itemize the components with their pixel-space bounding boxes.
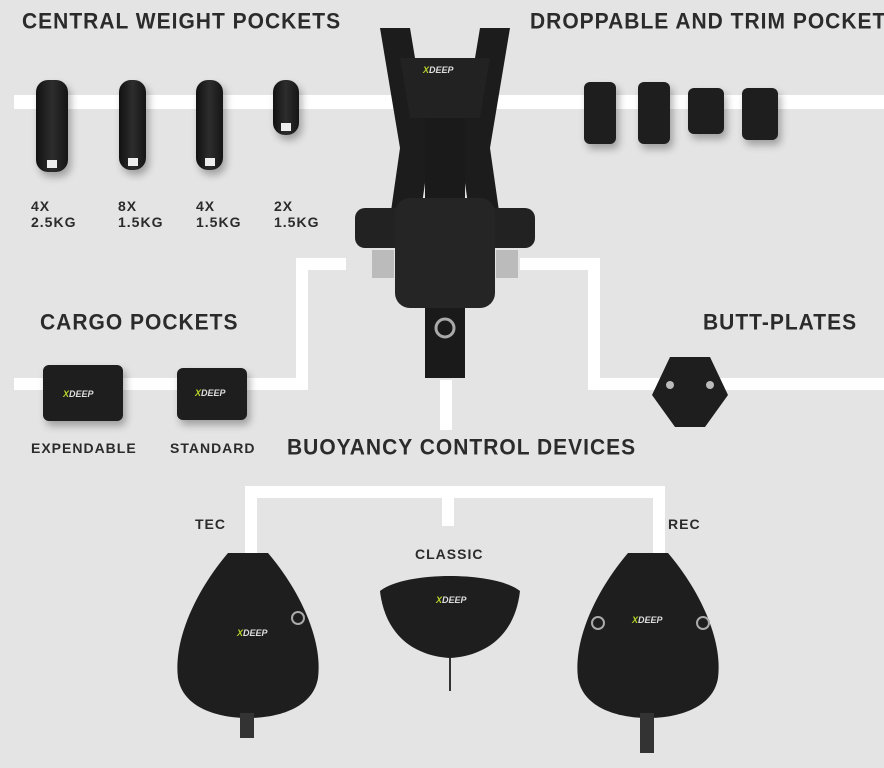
heading-butt-plates: BUTT-PLATES (703, 310, 858, 335)
xdeep-logo: XDEEP (237, 628, 268, 638)
heading-cargo-pockets: CARGO POCKETS (40, 310, 239, 335)
heading-droppable-trim-pockets: DROPPABLE AND TRIM POCKETS (530, 9, 884, 34)
cargo-pocket-standard-image: XDEEP (177, 368, 247, 420)
droppable-pocket-image (638, 82, 670, 144)
heading-central-weight-pockets: CENTRAL WEIGHT POCKETS (22, 9, 342, 34)
bcd-label-rec: REC (668, 516, 701, 532)
connector-right-vertical (588, 258, 600, 388)
xdeep-logo: XDEEP (436, 595, 467, 605)
bcd-label-tec: TEC (195, 516, 226, 532)
connector-bcd-classic (442, 486, 454, 526)
butt-plate-image (652, 357, 728, 427)
connector-left-top (296, 258, 346, 270)
connector-bcd-rec (653, 486, 665, 556)
bcd-tec-image (177, 553, 319, 738)
weight-pocket-image (36, 80, 68, 172)
bcd-label-classic: CLASSIC (415, 546, 484, 562)
bcd-classic-image (380, 576, 520, 691)
connector-center (440, 380, 452, 430)
weight-pocket-image (119, 80, 146, 170)
connector-bcd-tec (245, 486, 257, 556)
cargo-label-standard: STANDARD (170, 440, 256, 456)
cargo-pocket-expendable-image: XDEEP (43, 365, 123, 421)
connector-right-top (520, 258, 600, 270)
droppable-pocket-image (584, 82, 616, 144)
heading-bcd: BUOYANCY CONTROL DEVICES (287, 435, 637, 460)
xdeep-logo: XDEEP (423, 65, 454, 75)
trim-pocket-image (742, 88, 778, 140)
trim-pocket-image (688, 88, 724, 134)
cargo-label-expendable: EXPENDABLE (31, 440, 137, 456)
weight-pocket-image (273, 80, 299, 135)
xdeep-logo: XDEEP (632, 615, 663, 625)
weight-pocket-image (196, 80, 223, 170)
connector-buttplate (588, 378, 884, 390)
harness-image (355, 28, 535, 378)
bcd-rec-image (577, 553, 719, 753)
connector-bcd-bar (245, 486, 665, 498)
connector-left-vertical (296, 258, 308, 388)
